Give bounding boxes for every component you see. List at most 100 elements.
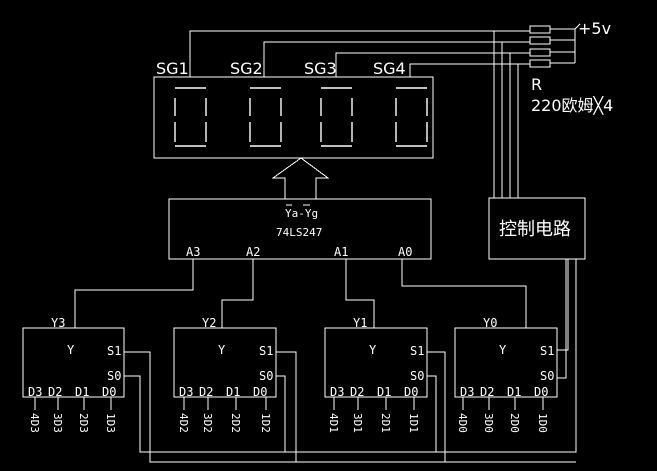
mux-input-label: D0 [534, 385, 548, 399]
mux-pin-label: 3D1 [351, 413, 364, 433]
resistor-3 [529, 48, 551, 57]
mux-pin-label: 3D3 [51, 413, 64, 433]
a2-wire [221, 259, 254, 328]
mux-out-label: Y2 [202, 316, 216, 330]
mux-y2-stubs [183, 397, 267, 410]
mux-input-label: D2 [480, 385, 494, 399]
mux-input-label: D1 [75, 385, 89, 399]
mux-y-label: Y [67, 343, 75, 357]
mux-input-label: D1 [377, 385, 391, 399]
s0-y2-wire [276, 375, 286, 452]
supply-label: +5v [578, 19, 611, 38]
mux-box [454, 327, 558, 398]
digit-4 [395, 87, 428, 147]
decoder-input-a3: A3 [186, 245, 200, 259]
mux-input-label: D3 [179, 385, 193, 399]
mux-input-label: D0 [404, 385, 418, 399]
digit-label-sg1: SG1 [156, 59, 189, 78]
decoder-box [168, 198, 432, 260]
mux-s1-label: S1 [410, 344, 424, 358]
a1-wire [345, 259, 375, 328]
decoder-input-a0: A0 [398, 245, 412, 259]
supply-bus [550, 23, 581, 64]
mux-s0-label: S0 [410, 369, 424, 383]
mux-out-label: Y0 [483, 316, 497, 330]
ctrl-s0-y0 [557, 259, 567, 379]
mux-s1-label: S1 [259, 344, 273, 358]
digit-label-sg4: SG4 [373, 59, 406, 78]
mux-s1-label: S1 [107, 344, 121, 358]
mux-pin-label: 1D3 [104, 413, 117, 433]
mux-pin-label: 4D1 [327, 413, 340, 433]
mux-pin-label: 4D3 [28, 413, 41, 433]
mux-input-label: D2 [350, 385, 364, 399]
ctrl-s0-bus [124, 259, 577, 453]
control-label: 控制电路 [499, 219, 571, 240]
mux-s0-label: S0 [540, 369, 554, 383]
wires [34, 23, 581, 463]
digit-label-sg3: SG3 [304, 59, 337, 78]
s1-bus-left [124, 351, 446, 463]
mux-input-label: D2 [199, 385, 213, 399]
mux-pin-label: 1D0 [536, 413, 549, 433]
ctrl-s1-wire [557, 259, 569, 351]
mux-input-label: D3 [330, 385, 344, 399]
digit-3 [320, 87, 353, 147]
mux-y-label: Y [218, 343, 226, 357]
digit-2 [249, 87, 282, 147]
a0-wire [401, 259, 527, 328]
mux-input-label: D3 [28, 385, 42, 399]
mux-input-label: D2 [48, 385, 62, 399]
digit-label-sg2: SG2 [230, 59, 263, 78]
resistor-4 [529, 59, 551, 68]
mux-y0-stubs [462, 397, 544, 410]
decoder-input-a1: A1 [334, 245, 348, 259]
mux-pin-label: 4D2 [177, 413, 190, 433]
sg3-wire [335, 52, 530, 77]
sg1-wire [189, 30, 530, 77]
mux-s0-label: S0 [107, 369, 121, 383]
resistor-value: 220欧姆╳4 [531, 96, 613, 115]
mux-input-label: D1 [226, 385, 240, 399]
mux-s0-label: S0 [259, 369, 273, 383]
resistor-1 [529, 25, 551, 34]
mux-input-label: D0 [102, 385, 116, 399]
resistor-2 [529, 36, 551, 45]
mux-y3-stubs [34, 397, 112, 410]
s1-y2-wire [276, 351, 297, 462]
mux-pin-label: 3D2 [201, 413, 214, 433]
mux-pin-label: 1D1 [407, 413, 420, 433]
mux-y1-stubs [333, 397, 415, 410]
control-box [488, 197, 586, 260]
mux-y-label: Y [499, 343, 507, 357]
mux-pin-label: 1D2 [259, 413, 272, 433]
mux-pin-label: 2D0 [508, 413, 521, 433]
sg4-wire [409, 63, 530, 77]
mux-pin-label: 4D0 [456, 413, 469, 433]
mux-box [173, 327, 277, 398]
sg2-wire [263, 41, 530, 77]
decoder-input-a2: A2 [246, 245, 260, 259]
mux-pin-label: 3D0 [482, 413, 495, 433]
mux-pin-label: 2D3 [77, 413, 90, 433]
mux-input-label: D3 [460, 385, 474, 399]
control-bus [493, 31, 519, 198]
resistor-label: R [531, 75, 542, 94]
mux-input-label: D0 [253, 385, 267, 399]
display-box [153, 76, 434, 159]
mux-pin-label: 2D1 [379, 413, 392, 433]
arrow-up-icon [271, 157, 330, 199]
mux-out-label: Y1 [353, 316, 367, 330]
decoder-chip-label: 74LS247 [276, 226, 322, 239]
mux-box [22, 327, 125, 398]
a3-wire [74, 259, 194, 328]
s0-y1-wire [427, 375, 437, 452]
mux-pin-label: 2D2 [229, 413, 242, 433]
mux-y-label: Y [369, 343, 377, 357]
